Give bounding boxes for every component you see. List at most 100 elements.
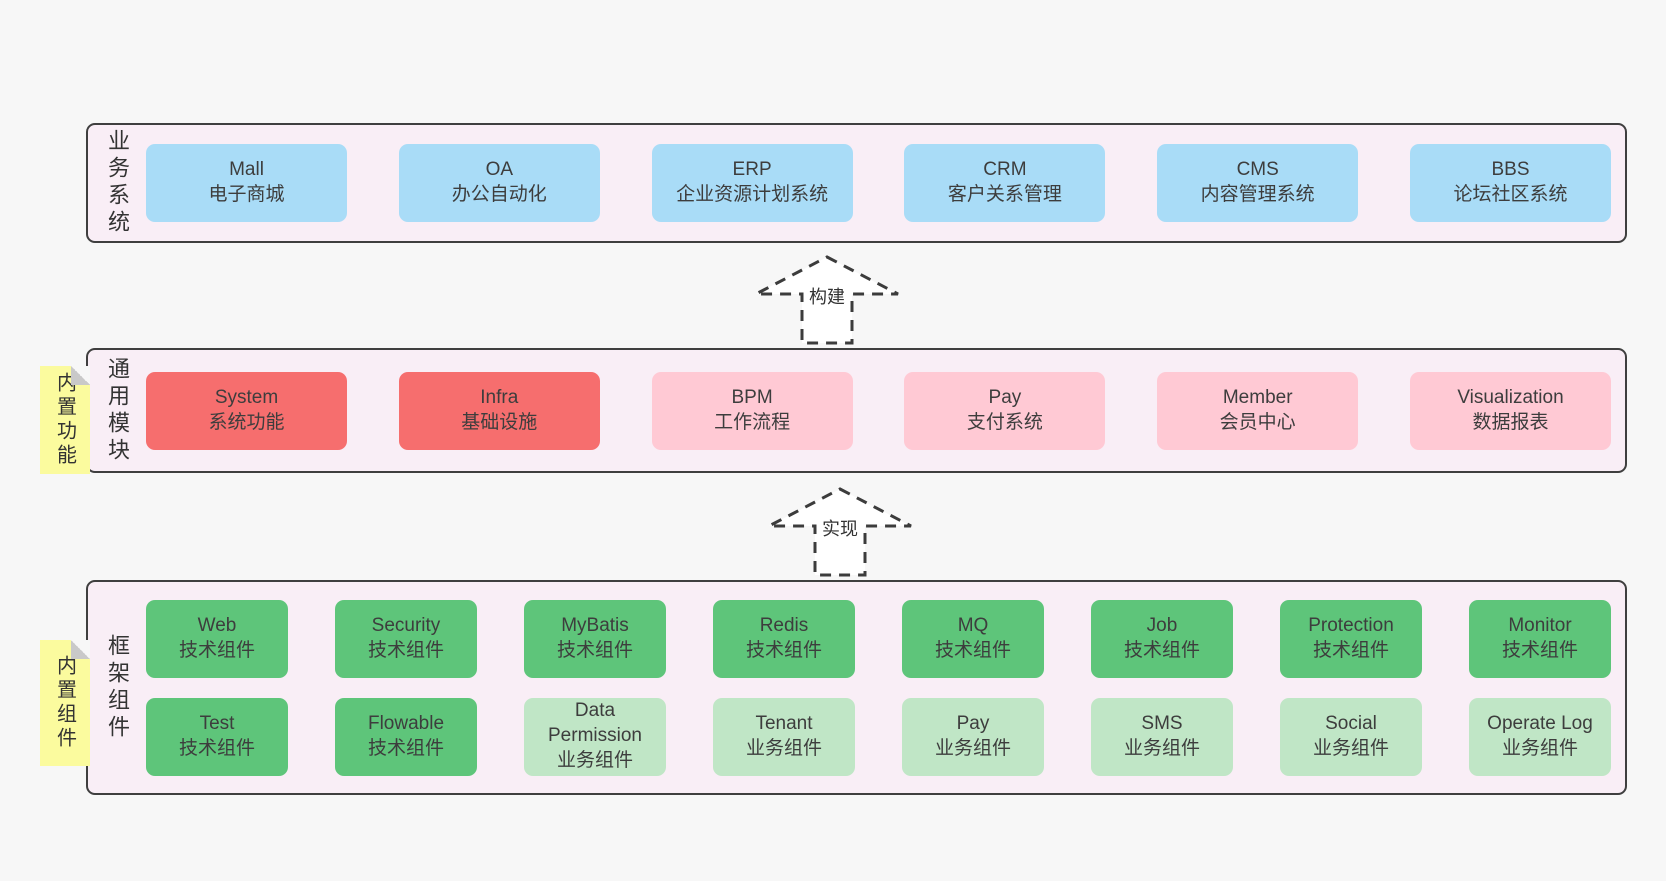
- box-cms: CMS 内容管理系统: [1157, 144, 1359, 222]
- box-erp: ERP 企业资源计划系统: [651, 144, 853, 222]
- box-mall: Mall 电子商城: [146, 144, 347, 222]
- box-subtitle: 内容管理系统: [1200, 184, 1315, 205]
- box-monitor: Monitor 技术组件: [1469, 599, 1611, 678]
- box-subtitle: 会员中心: [1219, 411, 1296, 433]
- box-system: System 系统功能: [146, 371, 347, 450]
- layer-label-business-systems: 业务系统: [88, 125, 146, 241]
- box-subtitle: 技术组件: [1501, 639, 1578, 661]
- box-subtitle: 技术组件: [367, 737, 444, 759]
- box-subtitle: 系统功能: [208, 411, 285, 433]
- box-job: Job 技术组件: [1091, 599, 1233, 678]
- box-title: Pay: [988, 386, 1022, 408]
- box-title: Monitor: [1508, 614, 1572, 636]
- arrow-build: 构建: [752, 254, 902, 346]
- box-redis: Redis 技术组件: [713, 599, 855, 678]
- box-title: Job: [1146, 614, 1178, 636]
- box-title: Member: [1222, 386, 1293, 408]
- box-subtitle: 业务组件: [1312, 737, 1389, 759]
- box-subtitle: 技术组件: [745, 639, 822, 661]
- box-subtitle: 数据报表: [1472, 411, 1549, 433]
- layer-boxes-modules: System 系统功能 Infra 基础设施 BPM 工作流程 Pay 支付系统 Member 会…: [146, 350, 1625, 471]
- box-title: Flowable: [367, 712, 445, 734]
- box-title: Operate Log: [1487, 712, 1593, 734]
- box-social: Social 业务组件: [1280, 697, 1422, 776]
- box-title: ERP: [732, 159, 772, 181]
- note-built-in-components: 内置组件: [40, 640, 90, 766]
- box-subtitle: 业务组件: [1501, 737, 1578, 759]
- box-test: Test 技术组件: [146, 697, 288, 776]
- box-title: MyBatis: [561, 614, 629, 636]
- box-operate-log: Operate Log 业务组件: [1469, 697, 1611, 776]
- box-title: OA: [485, 159, 514, 181]
- box-title: Visualization: [1457, 386, 1564, 408]
- box-subtitle: 客户关系管理: [947, 184, 1062, 205]
- box-subtitle: 技术组件: [1123, 639, 1200, 661]
- arrow-implement: 实现: [765, 486, 915, 578]
- box-subtitle: 技术组件: [1312, 639, 1389, 661]
- box-member: Member 会员中心: [1157, 371, 1359, 450]
- box-title: Tenant: [755, 712, 813, 734]
- box-subtitle: 工作流程: [714, 411, 791, 433]
- box-title: Protection: [1308, 614, 1394, 636]
- layer-common-modules: 通用模块 System 系统功能 Infra 基础设施 BPM 工作流程 Pay 支付系统 Me…: [86, 348, 1627, 473]
- box-flowable: Flowable 技术组件: [335, 697, 477, 776]
- note-text: 内置组件: [53, 655, 76, 751]
- box-title: System: [214, 386, 279, 408]
- box-title: Test: [199, 712, 235, 734]
- box-subtitle: 支付系统: [966, 411, 1043, 433]
- box-title: SMS: [1141, 712, 1183, 734]
- box-bbs: BBS 论坛社区系统: [1409, 144, 1611, 222]
- box-title: Security: [371, 614, 441, 636]
- box-subtitle: 办公自动化: [451, 184, 547, 205]
- layer-label-common-modules: 通用模块: [88, 350, 146, 471]
- box-title: BPM: [731, 386, 773, 408]
- box-subtitle: 技术组件: [367, 639, 444, 661]
- box-subtitle: 基础设施: [461, 411, 538, 433]
- box-bpm: BPM 工作流程: [651, 371, 853, 450]
- box-pay: Pay 支付系统: [904, 371, 1106, 450]
- layer-label-text: 业务系统: [105, 129, 130, 237]
- box-row: System 系统功能 Infra 基础设施 BPM 工作流程 Pay 支付系统 Member 会…: [146, 371, 1611, 450]
- layer-label-text: 通用模块: [105, 356, 130, 465]
- box-subtitle: 业务组件: [556, 749, 633, 771]
- box-security: Security 技术组件: [335, 599, 477, 678]
- box-subtitle: 业务组件: [745, 737, 822, 759]
- box-title: CMS: [1236, 159, 1279, 181]
- box-tenant: Tenant 业务组件: [713, 697, 855, 776]
- box-subtitle: 论坛社区系统: [1453, 184, 1568, 205]
- box-subtitle: 技术组件: [178, 737, 255, 759]
- box-title: BBS: [1491, 159, 1530, 181]
- arrow-build-label: 构建: [806, 283, 848, 309]
- box-oa: OA 办公自动化: [398, 144, 600, 222]
- layer-label-framework-components: 框架组件: [88, 582, 146, 793]
- box-title: Redis: [759, 614, 809, 636]
- note-fold-corner-icon: [71, 366, 90, 385]
- box-title: Mall: [229, 159, 264, 181]
- arrow-implement-label: 实现: [819, 515, 861, 541]
- note-built-in-features: 内置功能: [40, 366, 90, 474]
- box-title: Social: [1325, 712, 1377, 734]
- note-text: 内置功能: [53, 372, 76, 468]
- box-subtitle: 技术组件: [178, 639, 255, 661]
- box-subtitle: 企业资源计划系统: [676, 184, 829, 205]
- note-fold-corner-icon: [71, 640, 90, 659]
- box-visualization: Visualization 数据报表: [1409, 371, 1611, 450]
- box-title: MQ: [957, 614, 989, 636]
- box-title: Infra: [480, 386, 519, 408]
- box-subtitle: 电子商城: [208, 184, 285, 205]
- layer-label-text: 框架组件: [105, 633, 130, 742]
- box-infra: Infra 基础设施: [398, 371, 600, 450]
